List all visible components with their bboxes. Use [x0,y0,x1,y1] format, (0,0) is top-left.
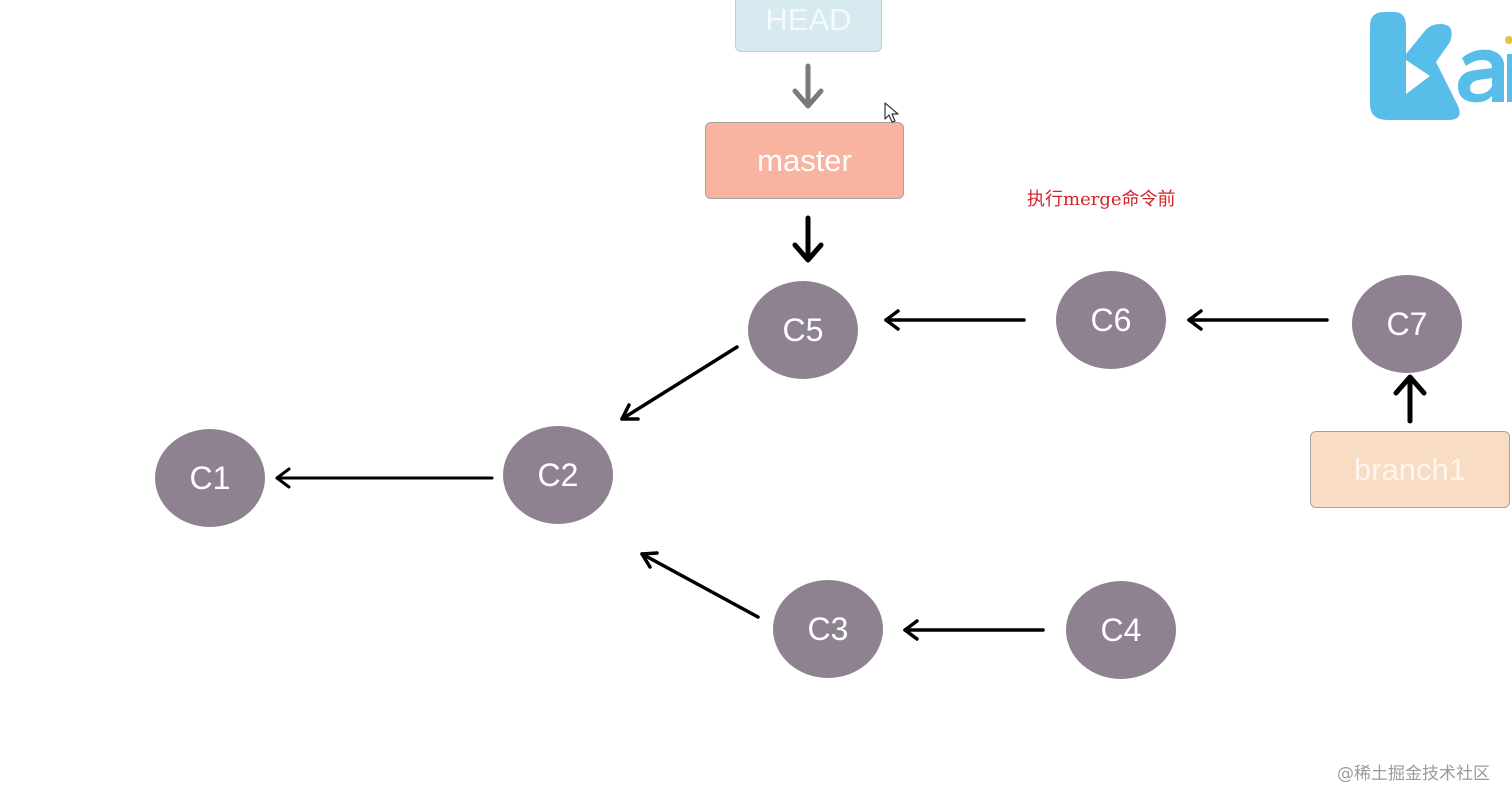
commit-c5: C5 [748,281,858,379]
branch1-label: branch1 [1310,431,1510,508]
arrow-c4-to-c3 [903,619,1045,641]
arrow-head-to-master [792,63,824,109]
master-branch-label: master [705,122,904,199]
arrow-master-to-c5 [792,215,824,263]
commit-c2: C2 [503,426,613,524]
head-pointer: HEAD [735,0,882,52]
arrow-c2-to-c1 [275,467,494,489]
mouse-cursor-icon [884,102,899,123]
commit-c4: C4 [1066,581,1176,679]
arrow-c6-to-c5 [884,309,1026,331]
commit-c7: C7 [1352,275,1462,373]
arrow-branch1-to-c7 [1393,374,1427,424]
merge-note: 执行merge命令前 [1027,189,1176,210]
commit-c6: C6 [1056,271,1166,369]
arrow-c5-to-c2 [620,345,739,421]
arrow-c3-to-c2 [640,551,760,619]
watermark-text: @稀土掘金技术社区 [1337,764,1490,784]
commit-c1: C1 [155,429,265,527]
commit-c3: C3 [773,580,883,678]
arrow-c7-to-c6 [1187,309,1329,331]
logo-icon [1366,10,1512,122]
